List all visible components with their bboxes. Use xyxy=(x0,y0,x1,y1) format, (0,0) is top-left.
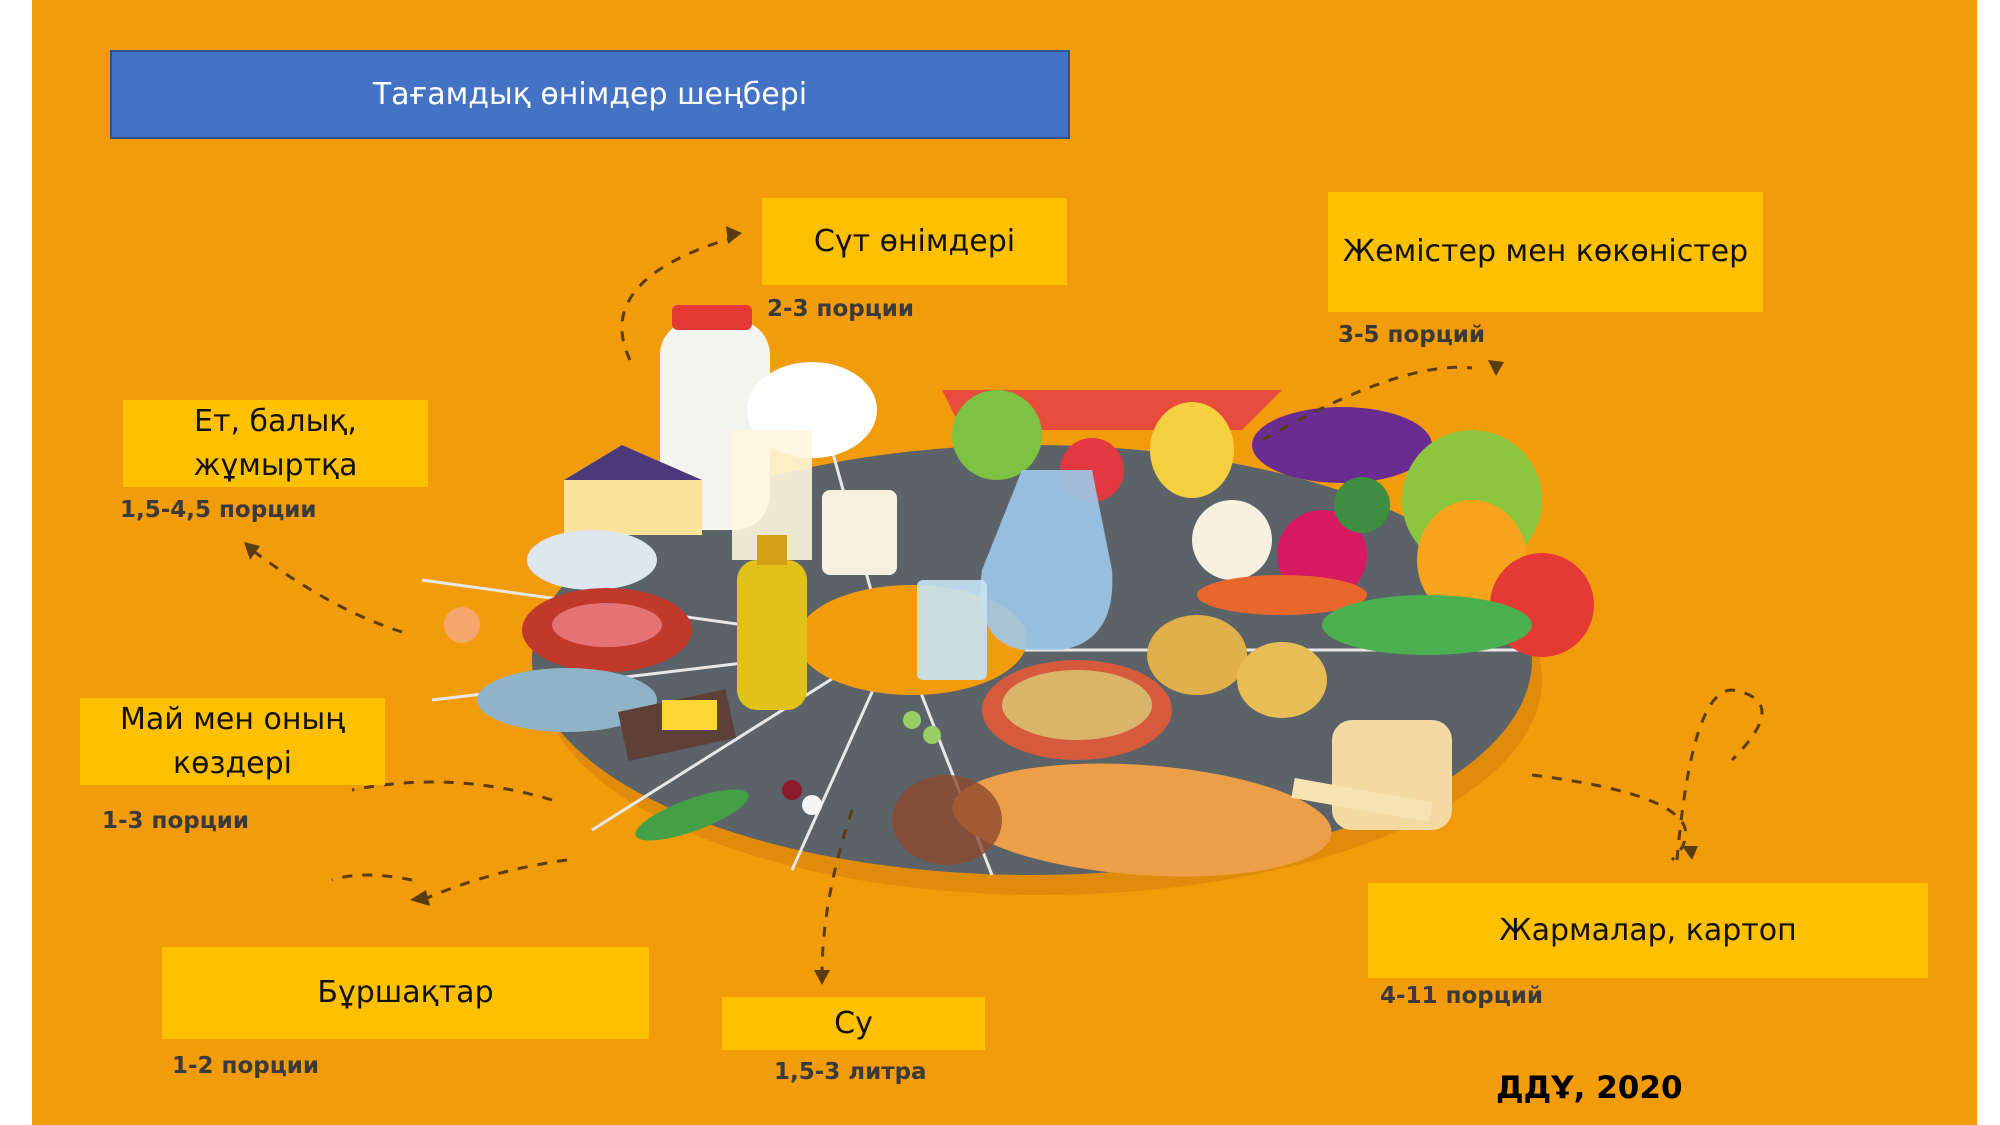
label-legumes: Бұршақтар xyxy=(162,947,649,1039)
dashed-arrows xyxy=(251,236,1764,976)
label-fruits-vegetables: Жемістер мен көкөністер xyxy=(1328,192,1763,312)
fruits-vegetables-art xyxy=(942,390,1594,657)
portion-dairy: 2-3 порции xyxy=(767,296,914,322)
label-fats: Май мен оның көздері xyxy=(80,698,385,785)
slide: Тағамдық өнімдер шеңбері Сүт өнімдері 2-… xyxy=(32,0,1977,1125)
portion-meat-fish-eggs: 1,5-4,5 порции xyxy=(120,497,317,523)
portion-grains-potatoes: 4-11 порций xyxy=(1380,983,1543,1009)
label-meat-fish-eggs: Ет, балық, жұмыртқа xyxy=(123,400,428,487)
portion-legumes: 1-2 порции xyxy=(172,1053,319,1079)
page-title: Тағамдық өнімдер шеңбері xyxy=(110,50,1070,139)
legumes-art xyxy=(635,711,1002,865)
meat-fish-art xyxy=(444,588,736,761)
dairy-art xyxy=(527,305,897,590)
oil-water-art xyxy=(737,470,1113,710)
portion-water: 1,5-3 литра xyxy=(774,1059,927,1085)
arrow-heads xyxy=(244,226,1698,985)
label-dairy: Сүт өнімдері xyxy=(762,198,1067,285)
portion-fats: 1-3 порции xyxy=(102,808,249,834)
grains-bread-art xyxy=(952,615,1452,877)
label-water: Су xyxy=(722,997,985,1050)
source-caption: ДДҰ, 2020 xyxy=(1496,1070,1683,1106)
food-plate-illustration xyxy=(244,226,1764,985)
label-grains-potatoes: Жармалар, картоп xyxy=(1368,883,1928,978)
portion-fruits-vegetables: 3-5 порций xyxy=(1338,322,1485,348)
